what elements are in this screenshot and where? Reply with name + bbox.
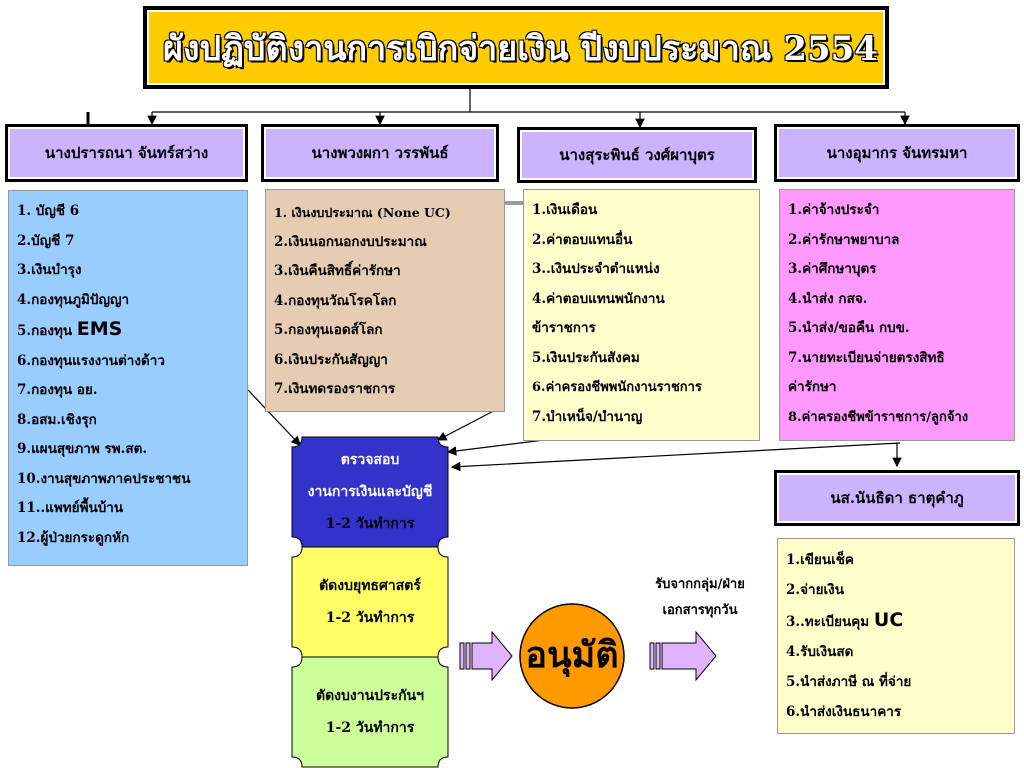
list-item: 4.รับเงินสด xyxy=(786,644,854,660)
officer-list-4: 1.ค่าจ้างประจำ 2.ค่ารักษาพยาบาล 3.ค่าศึก… xyxy=(779,189,1015,441)
list-item-text: 3..ทะเบียนคุม xyxy=(786,614,874,630)
list-item: 4.ค่าตอบแทนพนักงาน xyxy=(532,290,665,307)
approve-label: อนุมัติ xyxy=(525,633,619,676)
receive-note-line-1: รับจากกลุ่ม/ฝ่าย xyxy=(655,577,745,592)
step-insurance-duration: 1-2 วันทำการ xyxy=(325,720,415,736)
cashier-name: นส.นันธิดา ธาตุคำภู xyxy=(777,473,1017,523)
list-item: 7.บำเหน็จ/บำนาญ xyxy=(532,408,643,425)
officer-name-1: นางปรารถนา จันทร์สว่าง xyxy=(8,127,245,179)
cashier-name-box: นส.นันธิดา ธาตุคำภู xyxy=(774,470,1020,526)
list-item: 3..ทะเบียนคุม UC xyxy=(786,605,1006,637)
list-item: 2.ค่าตอบแทนอื่น xyxy=(532,231,633,248)
list-item: 5.นำส่ง/ขอคืน กบข. xyxy=(788,320,910,336)
list-item: 2.บัญชี 7 xyxy=(17,232,75,249)
list-item: 4.กองทุนภูมิปัญญา xyxy=(17,291,130,308)
list-item: 2.เงินนอกนอกงบประมาณ xyxy=(274,233,427,250)
step-check-subtitle: งานการเงินและบัญชี xyxy=(307,484,433,500)
list-item: 2.ค่ารักษาพยาบาล xyxy=(788,231,900,248)
list-item-text: 5.กองทุน xyxy=(17,323,77,339)
list-item: 3..เงินประจำตำแหน่ง xyxy=(532,261,660,277)
list-item: 5.กองทุนเอดส์โลก xyxy=(274,322,383,338)
list-item: 5.เงินประกันสังคม xyxy=(532,349,640,366)
list-item: 11..แพทย์พื้นบ้าน xyxy=(17,500,124,516)
list-item: 1.เงินเดือน xyxy=(532,202,598,218)
receive-note-line-2: เอกสารทุกวัน xyxy=(662,603,738,618)
title-box: ผังปฏิบัติงานการเบิกจ่ายเงิน ปีงบประมาณ … xyxy=(143,6,889,89)
officer-list-2: 1. เงินงบประมาณ (None UC) 2.เงินนอกนอกงบ… xyxy=(265,189,505,412)
list-item: 1. เงินงบประมาณ (None UC) xyxy=(274,205,451,220)
list-item: 5.กองทุน EMS xyxy=(17,315,239,347)
step-strategy-title: ตัดงบยุทธศาสตร์ xyxy=(319,578,421,594)
list-item: 12.ผู้ป่วยกระดูกหัก xyxy=(17,529,130,546)
officer-name-4: นางอุมากร จันทรมหา xyxy=(777,127,1017,179)
list-item: 2.จ่ายเงิน xyxy=(786,582,844,598)
list-item: 4.นำส่ง กสจ. xyxy=(788,290,868,307)
officer-name-3: นางสุระพินธ์ วงศ์ผาบุตร xyxy=(520,130,754,180)
list-item: 5.นำส่งภาษี ณ ที่จ่าย xyxy=(786,674,912,690)
list-item: 8.อสม.เชิงรุก xyxy=(17,411,97,428)
step-strategy-duration: 1-2 วันทำการ xyxy=(325,610,415,626)
arrow-officer1-to-check xyxy=(247,389,301,446)
approve-circle xyxy=(519,603,625,709)
list-item: 3.เงินบำรุง xyxy=(17,262,82,278)
list-item: 6.ค่าครองชีพพนักงานราชการ xyxy=(532,380,702,395)
list-item: 7.กองทุน อย. xyxy=(17,382,98,398)
list-item: 6.เงินประกันสัญญา xyxy=(274,351,388,368)
cashier-list: 1.เขียนเช็ค 2.จ่ายเงิน 3..ทะเบียนคุม UC … xyxy=(777,538,1015,734)
list-item: 4.กองทุนวัณโรคโลก xyxy=(274,292,397,309)
list-item: 1.ค่าจ้างประจำ xyxy=(788,202,880,218)
list-item: ข้าราชการ xyxy=(532,320,596,336)
receive-note: รับจากกลุ่ม/ฝ่าย เอกสารทุกวัน xyxy=(630,572,770,624)
officer-name-box-2: นางพวงผกา วรรพันธ์ xyxy=(261,124,499,182)
officer-name-2: นางพวงผกา วรรพันธ์ xyxy=(264,127,496,179)
block-arrow-to-approve xyxy=(459,630,513,682)
list-item: 6.กองทุนแรงงานต่างด้าว xyxy=(17,352,165,369)
step-insurance-title: ตัดงบงานประกันฯ xyxy=(315,688,424,704)
officer-list-1: 1. บัญชี 6 2.บัญชี 7 3.เงินบำรุง 4.กองทุ… xyxy=(8,190,248,566)
block-arrow-to-cashier xyxy=(649,630,717,682)
officer-name-box-3: นางสุระพินธ์ วงศ์ผาบุตร xyxy=(517,127,757,183)
list-item: 3.ค่าศึกษาบุตร xyxy=(788,261,877,277)
step-check-title: ตรวจสอบ xyxy=(340,452,400,468)
step-strategy: ตัดงบยุทธศาสตร์ 1-2 วันทำการ xyxy=(292,557,448,647)
uc-highlight: UC xyxy=(873,609,904,631)
list-item: 7.นายทะเบียนจ่ายตรงสิทธิ xyxy=(788,349,945,366)
list-item: 8.ค่าครองชีพข้าราชการ/ลูกจ้าง xyxy=(788,409,969,425)
officer-name-box-4: นางอุมากร จันทรมหา xyxy=(774,124,1020,182)
list-item: 6.นำส่งเงินธนาคาร xyxy=(786,704,902,720)
list-item: 3.เงินคืนสิทธิ์ค่ารักษา xyxy=(274,263,401,279)
officer-list-3: 1.เงินเดือน 2.ค่าตอบแทนอื่น 3..เงินประจำ… xyxy=(523,189,760,441)
list-item: ค่ารักษา xyxy=(788,379,837,395)
step-insurance: ตัดงบงานประกันฯ 1-2 วันทำการ xyxy=(292,667,448,757)
arrow-officer4-to-check xyxy=(450,442,901,472)
step-insurance-shape xyxy=(291,656,449,768)
list-item: 1. บัญชี 6 xyxy=(17,203,80,219)
ems-highlight: EMS xyxy=(76,318,123,340)
step-check-duration: 1-2 วันทำการ xyxy=(325,516,415,532)
list-item: 9.แผนสุขภาพ รพ.สต. xyxy=(17,441,148,457)
officer-name-box-1: นางปรารถนา จันทร์สว่าง xyxy=(5,124,248,182)
page-title: ผังปฏิบัติงานการเบิกจ่ายเงิน ปีงบประมาณ … xyxy=(146,9,886,86)
list-item: 7.เงินทดรองราชการ xyxy=(274,381,396,397)
step-check: ตรวจสอบ งานการเงินและบัญชี 1-2 วันทำการ xyxy=(292,447,448,537)
list-item: 1.เขียนเช็ค xyxy=(786,552,854,568)
list-item: 10.งานสุขภาพภาคประชาชน xyxy=(17,470,191,487)
